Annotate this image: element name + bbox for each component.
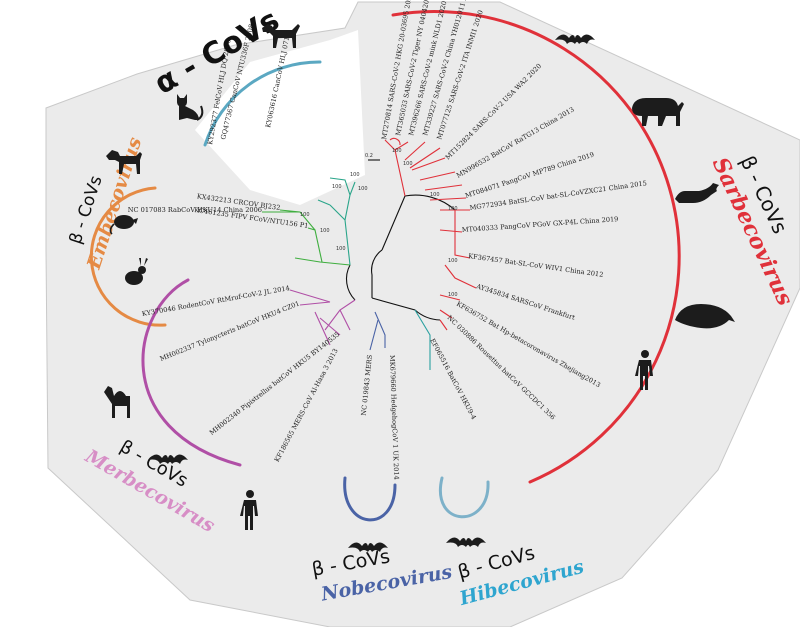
- bat-icon: [148, 454, 188, 464]
- pangolin-icon: [675, 304, 735, 329]
- hibecovirus-arc: [438, 476, 490, 519]
- tree-branches: [262, 137, 477, 370]
- sarbecovirus-arc: [391, 10, 681, 484]
- bootstrap-value: 100: [336, 246, 346, 252]
- bootstrap-value: 100: [403, 161, 413, 167]
- nobecovirus-arc: [343, 476, 397, 522]
- bootstrap-value: 100: [448, 258, 458, 264]
- mink-icon: [675, 183, 719, 203]
- dog-icon: [262, 24, 300, 48]
- bootstrap-value: 100: [320, 228, 330, 234]
- leaf-label: NC 017083 RabCoV HKU14 China 2006: [128, 206, 262, 214]
- bootstrap-value: 100: [350, 172, 360, 178]
- rat-icon: [109, 215, 138, 235]
- rabbit-icon: [125, 258, 148, 285]
- human-icon: [240, 490, 258, 530]
- bootstrap-value: 100: [392, 148, 402, 154]
- human-icon: [635, 350, 653, 390]
- bootstrap-value: 100: [430, 192, 440, 198]
- alpha-white-wedge: [195, 30, 365, 205]
- bootstrap-value: 100: [448, 206, 458, 212]
- bootstrap-value: 100: [300, 212, 310, 218]
- alpha-arc: [203, 60, 322, 147]
- cat-icon: [177, 94, 204, 121]
- embecovirus-arc: [89, 186, 167, 327]
- tiger-icon: [632, 98, 684, 126]
- dog-icon: [106, 150, 142, 174]
- bootstrap-value: 100: [358, 186, 368, 192]
- merbecovirus-arc: [141, 278, 242, 467]
- bat-icon: [446, 537, 486, 547]
- bootstrap-labels: 100 100 100 100 100 100 100 100 100 100 100 100: [300, 148, 458, 298]
- bat-icon: [348, 542, 388, 552]
- bootstrap-value: 100: [448, 292, 458, 298]
- camel-icon: [104, 386, 130, 418]
- scale-label: 0.2: [365, 153, 373, 159]
- bootstrap-value: 100: [332, 184, 342, 190]
- bat-icon: [555, 34, 595, 44]
- clade-arcs: [89, 10, 681, 522]
